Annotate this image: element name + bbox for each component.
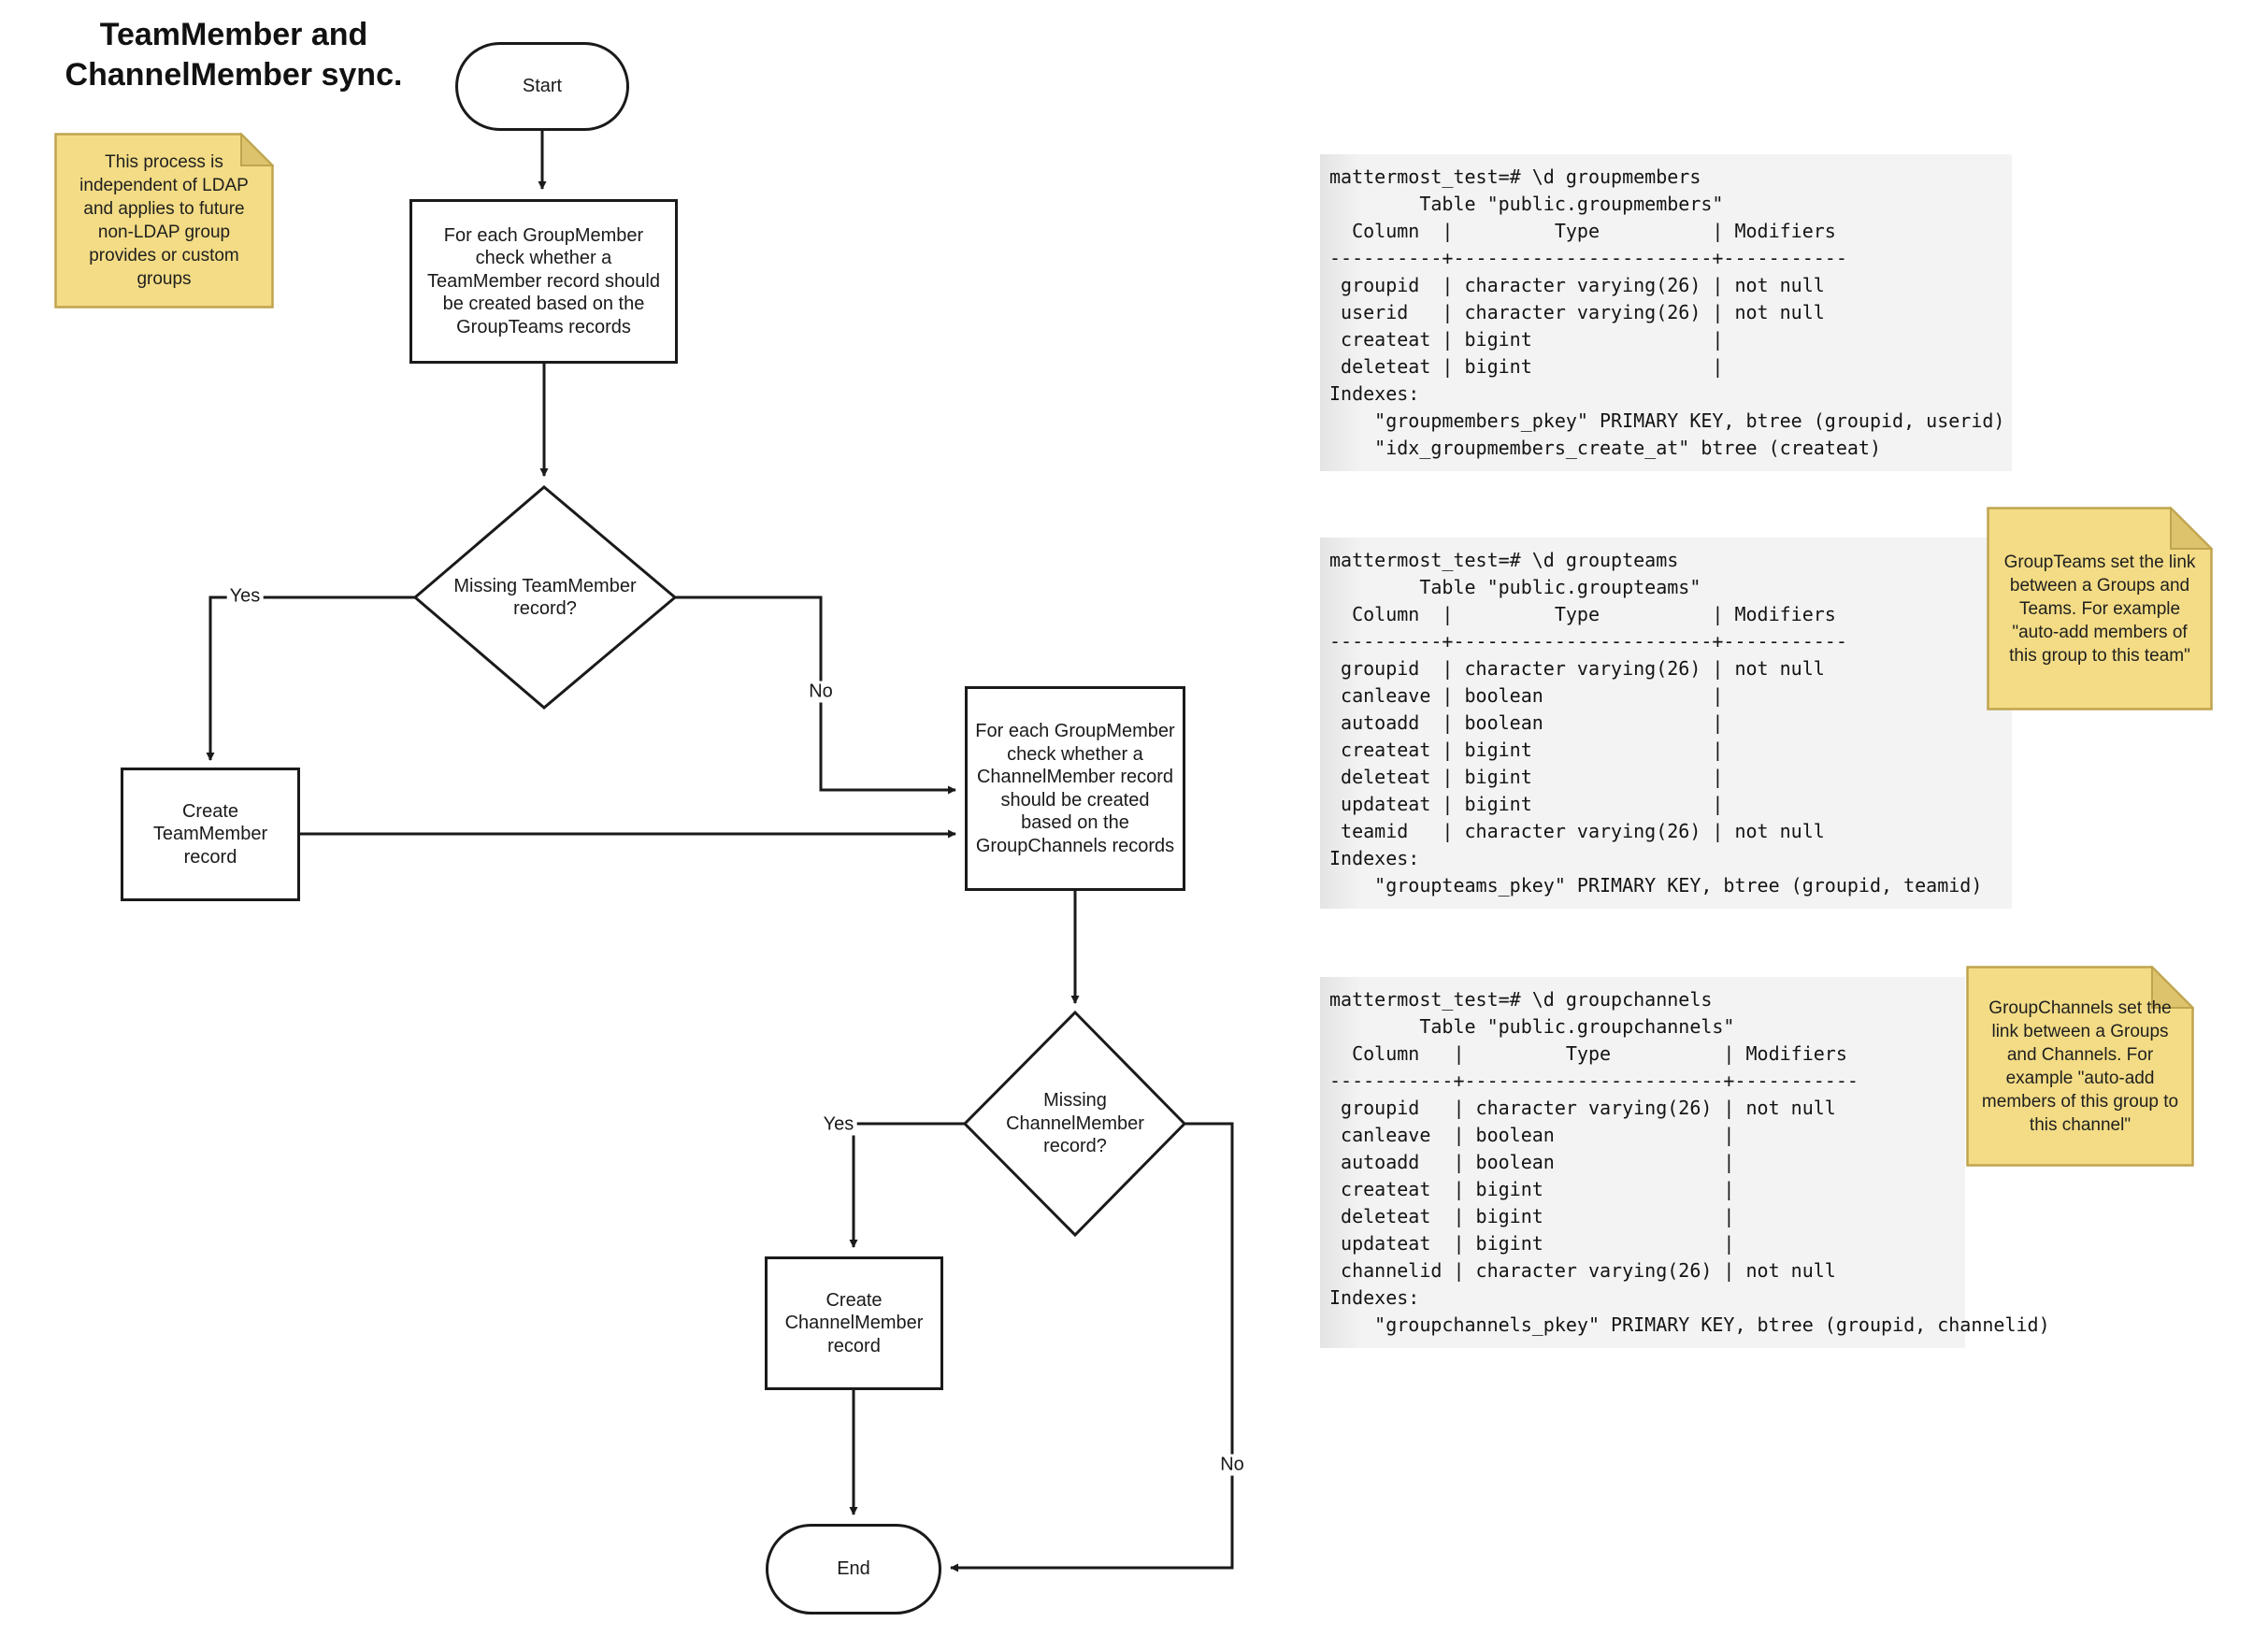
codeblock-groupteams: mattermost_test=# \d groupteams Table "p… bbox=[1320, 538, 2012, 909]
create-channelmember-box: Create ChannelMember record bbox=[765, 1256, 943, 1390]
groupchannels-note-text: GroupChannels set the link between a Gro… bbox=[1981, 997, 2179, 1135]
edge-label-no1: No bbox=[806, 681, 836, 703]
process1-box: For each GroupMember check whether a Tea… bbox=[409, 199, 678, 364]
edge-decision2-no bbox=[950, 1122, 1234, 1572]
note-shape bbox=[1966, 966, 2194, 1167]
process-note: This process is independent of LDAP and … bbox=[54, 133, 274, 309]
note-shape bbox=[54, 133, 274, 309]
start-label: Start bbox=[522, 76, 563, 97]
start-terminal: Start bbox=[455, 42, 629, 131]
edge-label-no2: No bbox=[1217, 1454, 1247, 1476]
process2-box: For each GroupMember check whether a Cha… bbox=[965, 686, 1185, 891]
create-channelmember-label: Create ChannelMember record bbox=[784, 1289, 924, 1356]
edge-decision1-yes bbox=[206, 596, 415, 761]
decision1-diamond bbox=[412, 485, 678, 710]
create-teammember-label: Create TeamMember record bbox=[152, 800, 268, 868]
end-terminal: End bbox=[766, 1524, 941, 1614]
note-shape bbox=[1987, 507, 2213, 710]
page-title: TeamMember and ChannelMember sync. bbox=[65, 17, 403, 93]
process-note-text: This process is independent of LDAP and … bbox=[79, 152, 249, 289]
edge-label-yes2: Yes bbox=[820, 1113, 857, 1136]
flow-connectors bbox=[206, 131, 1234, 1572]
decision2-label: Missing ChannelMember record? bbox=[1006, 1090, 1144, 1157]
decision2-diamond bbox=[962, 1010, 1187, 1238]
groupchannels-note: GroupChannels set the link between a Gro… bbox=[1966, 966, 2194, 1167]
groupteams-note-text: GroupTeams set the link between a Groups… bbox=[2003, 552, 2196, 666]
edge-decision2-yes bbox=[849, 1122, 965, 1248]
codeblock-groupchannels-text: mattermost_test=# \d groupchannels Table… bbox=[1329, 988, 2050, 1336]
codeblock-groupchannels: mattermost_test=# \d groupchannels Table… bbox=[1320, 977, 2050, 1348]
end-label: End bbox=[837, 1558, 870, 1580]
codeblock-groupteams-text: mattermost_test=# \d groupteams Table "p… bbox=[1329, 549, 1983, 897]
edge-label-yes1: Yes bbox=[226, 585, 264, 608]
codeblock-groupmembers: mattermost_test=# \d groupmembers Table … bbox=[1320, 154, 2012, 471]
groupteams-note: GroupTeams set the link between a Groups… bbox=[1987, 507, 2213, 710]
decision1-label: Missing TeamMember record? bbox=[453, 575, 637, 620]
create-teammember-box: Create TeamMember record bbox=[121, 768, 300, 901]
process1-label: For each GroupMember check whether a Tea… bbox=[427, 224, 660, 337]
process2-label: For each GroupMember check whether a Cha… bbox=[975, 721, 1175, 856]
codeblock-groupmembers-text: mattermost_test=# \d groupmembers Table … bbox=[1329, 165, 2005, 459]
